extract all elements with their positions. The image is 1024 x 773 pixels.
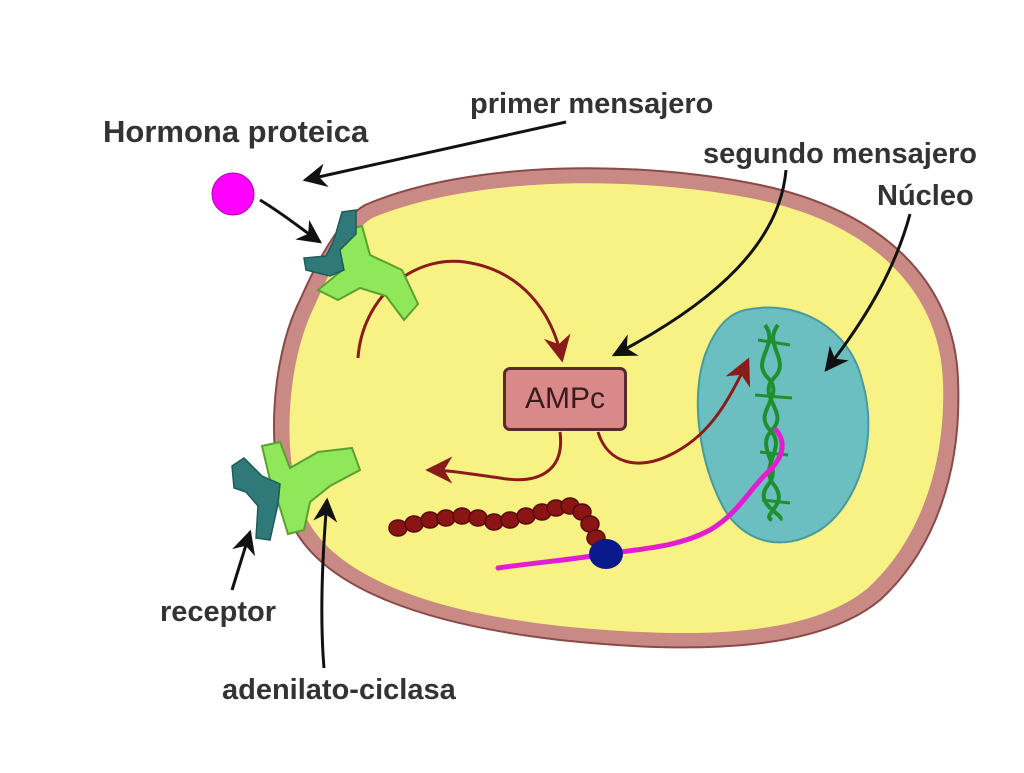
- arrow-segundo-mensajero: [611, 169, 788, 357]
- pathway-arrow-to-protein: [425, 431, 563, 484]
- dna-strands: [754, 323, 793, 522]
- label-hormona-proteica: Hormona proteica: [103, 114, 369, 149]
- ampc-box: AMPc: [503, 367, 627, 431]
- amino-acid-bead: [420, 511, 440, 529]
- receptor-complex-top: [303, 209, 420, 322]
- label-primer-mensajero: primer mensajero: [470, 88, 714, 120]
- amino-acid-bead: [452, 507, 472, 525]
- arrow-primer-mensajero: [302, 120, 567, 188]
- label-arrows: [230, 120, 912, 669]
- label-adenilato-ciclasa: adenilato-ciclasa: [222, 674, 456, 706]
- receptor-top: [303, 209, 357, 277]
- ribosome: [589, 539, 623, 569]
- amino-acid-bead: [436, 509, 456, 527]
- amino-acid-bead: [516, 507, 536, 525]
- arrow-adenilato-ciclasa: [313, 497, 338, 669]
- arrow-hormone-to-receptor: [259, 198, 322, 244]
- pathway-arrow-to-ampc: [356, 259, 571, 363]
- ampc-label: AMPc: [524, 382, 605, 415]
- protein-chain: [388, 497, 606, 547]
- amino-acid-bead: [404, 515, 424, 533]
- adenylate-cyclase-top: [316, 224, 420, 322]
- label-segundo-mensajero: segundo mensajero: [703, 138, 977, 170]
- arrow-nucleo: [824, 213, 912, 372]
- signal-pathway: [356, 259, 751, 484]
- amino-acid-bead: [484, 513, 504, 531]
- label-receptor: receptor: [160, 596, 277, 628]
- pathway-arrow-to-nucleus: [596, 357, 751, 465]
- receptor-complex-bottom: [231, 440, 362, 541]
- amino-acid-bead: [500, 511, 520, 529]
- receptor-bottom: [231, 457, 281, 541]
- label-nucleo: Núcleo: [877, 180, 974, 212]
- adenylate-cyclase-bottom: [260, 440, 362, 536]
- protein-hormone: [211, 172, 255, 216]
- amino-acid-bead: [388, 519, 408, 537]
- mrna-strand: [495, 427, 785, 571]
- arrow-receptor: [230, 529, 256, 591]
- amino-acid-bead: [468, 509, 488, 527]
